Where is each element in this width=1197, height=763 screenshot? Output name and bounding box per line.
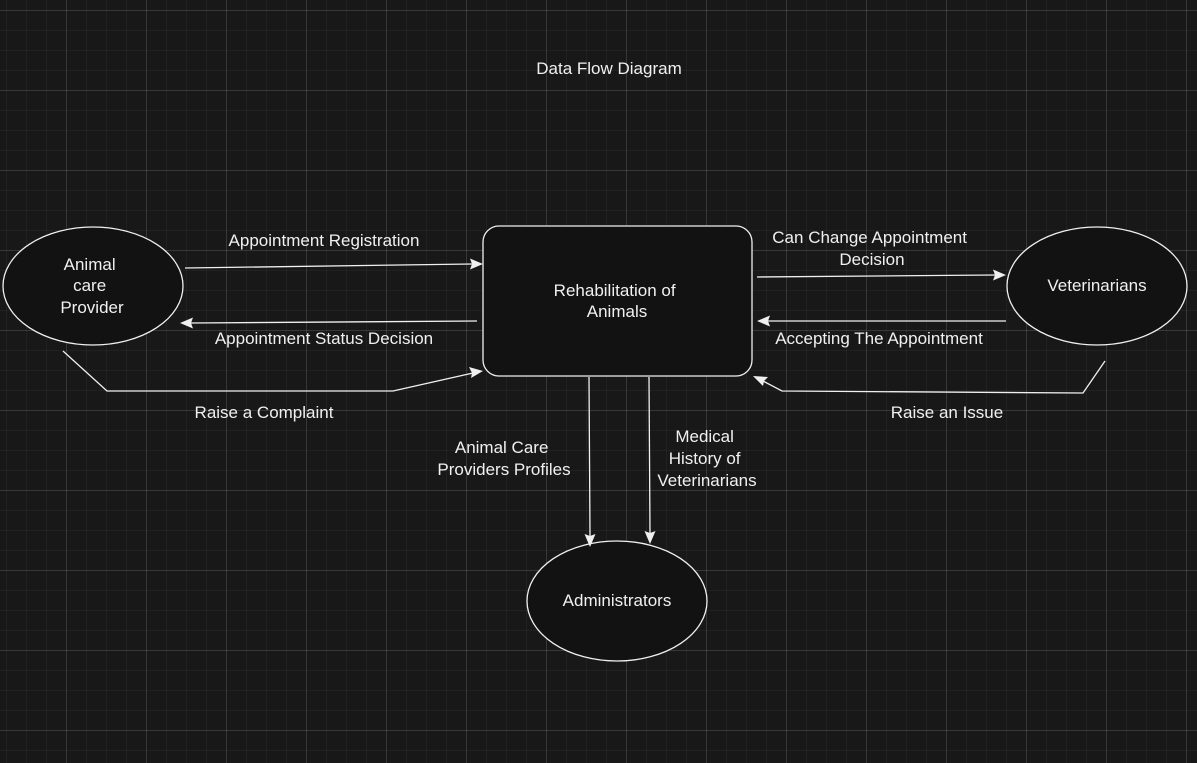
acp-profiles-label-line-1: Animal Care [455, 438, 549, 457]
medical-history-line [648, 376, 651, 534]
animal-care-provider-label-line-1: Animal [64, 255, 116, 274]
appointment-status-decision-line [190, 320, 478, 324]
node-animal-care-provider[interactable]: Animal care Provider [2, 226, 184, 346]
medical-history-label-line-1: Medical [675, 427, 734, 446]
node-administrators[interactable]: Administrators [526, 540, 708, 662]
accepting-appointment-label-line-1: Accepting The Appointment [775, 329, 983, 348]
raise-a-complaint-label-line-1: Raise a Complaint [195, 403, 334, 422]
flow-medical-history-of-veterinarians[interactable]: Medical History of Veterinarians [644, 376, 757, 544]
process-label-line-1: Rehabilitation of [554, 281, 676, 300]
raise-an-issue-line [762, 360, 1106, 394]
can-change-appointment-line [756, 274, 996, 278]
appointment-registration-line [184, 263, 473, 269]
flow-raise-a-complaint[interactable]: Raise a Complaint [62, 350, 483, 422]
animal-care-provider-label-line-2: care [73, 276, 106, 295]
flow-appointment-status-decision[interactable]: Appointment Status Decision [180, 317, 478, 349]
animal-care-provider-label: Animal care Provider [60, 255, 124, 317]
flow-animal-care-providers-profiles[interactable]: Animal Care Providers Profiles [437, 376, 596, 547]
appointment-status-decision-arrowhead [180, 317, 193, 329]
can-change-appointment-arrowhead [993, 269, 1006, 281]
appointment-status-decision-label: Appointment Status Decision [215, 329, 433, 348]
can-change-appointment-label-line-2: Decision [839, 250, 904, 269]
raise-an-issue-arrowhead [753, 376, 768, 386]
medical-history-label: Medical History of Veterinarians [657, 427, 756, 490]
diagram-title: Data Flow Diagram [536, 59, 682, 78]
node-veterinarians[interactable]: Veterinarians [1006, 226, 1188, 346]
animal-care-provider-label-line-3: Provider [60, 298, 124, 317]
appointment-status-decision-label-line-1: Appointment Status Decision [215, 329, 433, 348]
flow-appointment-registration[interactable]: Appointment Registration [184, 231, 483, 270]
raise-an-issue-label-line-1: Raise an Issue [891, 403, 1003, 422]
flow-can-change-appointment-decision[interactable]: Can Change Appointment Decision [756, 228, 1006, 281]
flow-accepting-the-appointment[interactable]: Accepting The Appointment [757, 315, 1006, 349]
accepting-appointment-arrowhead [757, 315, 770, 327]
medical-history-label-line-2: History of [669, 449, 741, 468]
acp-profiles-line [588, 376, 591, 537]
acp-profiles-arrowhead [584, 534, 596, 547]
animal-care-provider-shape [2, 226, 184, 346]
appointment-registration-label-line-1: Appointment Registration [229, 231, 420, 250]
veterinarians-shape [1006, 226, 1188, 346]
acp-profiles-label: Animal Care Providers Profiles [437, 438, 570, 479]
administrators-label: Administrators [563, 591, 672, 610]
accepting-appointment-label: Accepting The Appointment [775, 329, 983, 348]
rehabilitation-process-label: Rehabilitation of Animals [554, 281, 681, 321]
veterinarians-label-line-1: Veterinarians [1047, 276, 1146, 295]
raise-an-issue-label: Raise an Issue [891, 403, 1003, 422]
raise-a-complaint-label: Raise a Complaint [195, 403, 334, 422]
administrators-label-line-1: Administrators [563, 591, 672, 610]
process-label-line-2: Animals [587, 302, 647, 321]
veterinarians-label: Veterinarians [1047, 276, 1146, 295]
appointment-registration-label: Appointment Registration [229, 231, 420, 250]
acp-profiles-label-line-2: Providers Profiles [437, 460, 570, 479]
raise-a-complaint-arrowhead [469, 367, 483, 378]
appointment-registration-arrowhead [470, 258, 483, 270]
can-change-appointment-label: Can Change Appointment Decision [772, 228, 971, 269]
can-change-appointment-label-line-1: Can Change Appointment [772, 228, 967, 247]
rehabilitation-process-shape [482, 225, 753, 377]
medical-history-arrowhead [644, 531, 656, 544]
flow-raise-an-issue[interactable]: Raise an Issue [753, 360, 1106, 422]
administrators-shape [526, 540, 708, 662]
node-rehabilitation-of-animals[interactable]: Rehabilitation of Animals [482, 225, 753, 377]
medical-history-label-line-3: Veterinarians [657, 471, 756, 490]
raise-a-complaint-line [62, 350, 474, 392]
